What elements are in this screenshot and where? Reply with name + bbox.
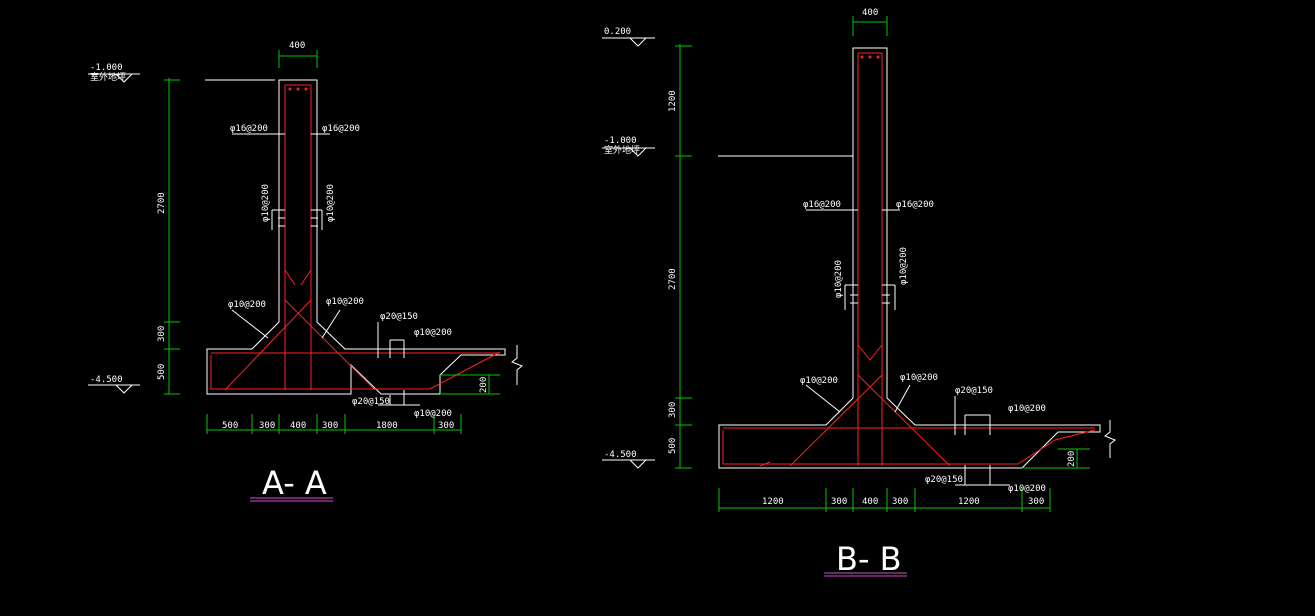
section-b-rebar-label: φ10@200 xyxy=(900,373,938,383)
section-b-elev-mid-note: 室外地坪 xyxy=(604,144,640,156)
section-b-dim-haunch: 300 xyxy=(668,402,678,418)
section-b-rebar-label: φ10@200 xyxy=(800,376,838,386)
section-b-dim-wall: 400 xyxy=(862,8,878,18)
section-b-rebar-label: φ10@200 xyxy=(1008,484,1046,494)
section-b-rebar-label: φ10@200 xyxy=(834,260,844,298)
section-b-dim-step: 200 xyxy=(1067,451,1077,467)
section-b-elev-bottom: -4.500 xyxy=(604,450,637,460)
section-b-bottom-dim: 400 xyxy=(862,497,878,507)
section-b-dimensions xyxy=(675,16,1090,512)
section-b-rebar-label: φ16@200 xyxy=(896,200,934,210)
section-b-dim-height: 2700 xyxy=(668,268,678,290)
section-a-rebar-label: φ10@200 xyxy=(326,184,336,222)
section-b-rebar-label: φ10@200 xyxy=(1008,404,1046,414)
section-b-bottom-dim: 300 xyxy=(1028,497,1044,507)
section-a-dim-height: 2700 xyxy=(157,192,167,214)
section-a-bottom-dim: 400 xyxy=(290,421,306,431)
section-a-elev-bottom: -4.500 xyxy=(90,375,123,385)
section-a-rebar xyxy=(210,84,501,391)
section-b-elev-mid: -1.000 xyxy=(604,136,637,146)
section-a-elevation-markers xyxy=(88,73,140,394)
section-b-rebar-label: φ10@200 xyxy=(899,247,909,285)
section-a-break-mark xyxy=(511,345,523,385)
section-a-bottom-dim: 300 xyxy=(322,421,338,431)
section-a-dim-footing: 500 xyxy=(157,364,167,380)
section-b-elevation-markers xyxy=(602,37,655,469)
section-b-rebar-label: φ20@150 xyxy=(955,386,993,396)
section-a-rebar-label: φ10@200 xyxy=(414,409,452,419)
section-b-elev-top: 0.200 xyxy=(604,27,631,37)
section-a-title: A- A xyxy=(262,464,327,502)
section-a-leaders xyxy=(205,79,420,406)
section-b-rebar-label: φ20@150 xyxy=(925,475,963,485)
section-a-bottom-dim: 1800 xyxy=(376,421,398,431)
section-b-break-mark xyxy=(1104,420,1116,458)
section-b-rebar xyxy=(722,52,1096,467)
section-a-dimensions xyxy=(164,50,500,434)
section-a-rebar-label: φ10@200 xyxy=(228,300,266,310)
section-b-dim-upper: 1200 xyxy=(668,90,678,112)
section-a-dim-wall: 400 xyxy=(289,41,305,51)
section-b-bottom-dim: 300 xyxy=(831,497,847,507)
section-a-title-underline xyxy=(250,497,333,502)
section-a-bottom-dim: 500 xyxy=(222,421,238,431)
section-a-rebar-label: φ20@150 xyxy=(352,397,390,407)
section-b-title-underline xyxy=(824,572,907,577)
section-b-dim-footing: 500 xyxy=(668,438,678,454)
section-b-title: B- B xyxy=(836,540,902,578)
section-a-rebar-label: φ10@200 xyxy=(414,328,452,338)
section-b-bottom-dim: 1200 xyxy=(958,497,980,507)
section-a-rebar-label: φ16@200 xyxy=(322,124,360,134)
section-b-rebar-label: φ16@200 xyxy=(803,200,841,210)
section-a-bottom-dim: 300 xyxy=(259,421,275,431)
section-b: 0.200 -1.000 室外地坪 -4.500 400 1200 2700 3… xyxy=(602,8,1116,578)
section-a-rebar-label: φ16@200 xyxy=(230,124,268,134)
section-b-leaders xyxy=(718,155,1010,486)
section-a-dim-haunch: 300 xyxy=(157,326,167,342)
section-a: -1.000 室外地坪 -4.500 400 2700 300 500 200 … xyxy=(88,41,523,502)
section-a-rebar-label: φ20@150 xyxy=(380,312,418,322)
section-a-dim-step: 200 xyxy=(479,377,489,393)
section-b-bottom-dim: 300 xyxy=(892,497,908,507)
section-b-bottom-dim: 1200 xyxy=(762,497,784,507)
section-a-elev-top: -1.000 xyxy=(90,63,123,73)
section-a-elev-top-note: 室外地坪 xyxy=(90,71,126,83)
section-a-rebar-label: φ10@200 xyxy=(261,184,271,222)
section-a-bottom-dim: 300 xyxy=(438,421,454,431)
section-a-rebar-label: φ10@200 xyxy=(326,297,364,307)
